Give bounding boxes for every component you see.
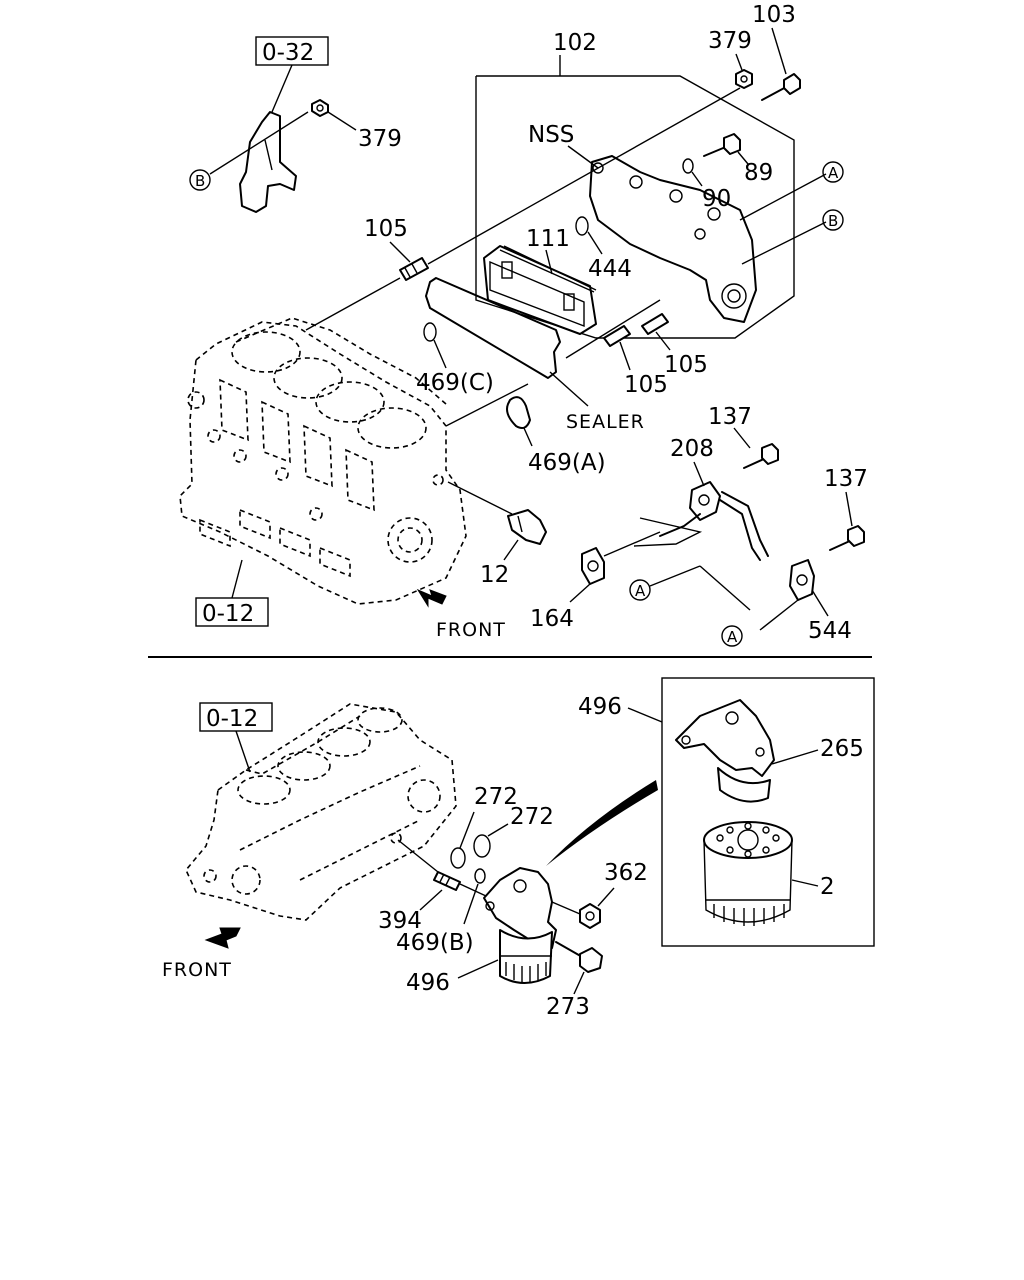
oil-cooler-assembly: 102 NSS 379 103 89 [475,2,844,339]
cooler-element-111 [483,245,597,335]
stud-105-upper [399,257,429,281]
label-444: 444 [588,256,632,282]
label-nss: NSS [528,122,574,148]
label-105-right: 105 [664,352,708,378]
label-379-top: 379 [358,126,402,152]
bolt-273 [555,941,603,973]
ref-label-0-12-bottom: 0-12 [206,706,258,732]
o-ring-469c [423,322,437,342]
front-arrow-bottom [204,927,241,949]
label-496-lower: 496 [406,970,450,996]
stud-105-mid [603,325,631,347]
o-ring-469a [506,396,531,429]
label-137-lower: 137 [824,466,868,492]
label-sealer: SEALER [566,411,645,433]
label-379-right: 379 [708,28,752,54]
gasket-164 [581,547,605,585]
marker-a-right[interactable] [822,161,844,183]
oil-filter-2 [703,821,793,926]
stud-394 [433,871,461,891]
label-265: 265 [820,736,864,762]
label-89: 89 [744,160,773,186]
oil-pipe-208 [659,481,769,561]
label-469c: 469(C) [416,370,494,396]
thermostat-housing [239,111,297,213]
label-496-upper: 496 [578,694,622,720]
marker-b-right[interactable] [822,209,844,231]
label-12: 12 [480,562,509,588]
bolt-89 [703,133,741,157]
bolt-103 [761,73,801,101]
engine-block-bottom [185,703,457,921]
label-front-bottom: FRONT [162,959,232,981]
label-105-mid: 105 [624,372,668,398]
svg-text:B: B [195,172,205,190]
nut-379-top [311,99,329,117]
label-102: 102 [553,30,597,56]
stud-105-right [641,313,669,335]
o-ring-444 [575,216,589,236]
gasket-sealer [425,277,561,379]
filter-head-265 [675,699,775,803]
washer-90 [682,158,694,174]
oil-cooler-body [589,155,757,323]
marker-b-left[interactable] [189,169,211,191]
label-362: 362 [604,860,648,886]
detail-callout-swoosh [546,780,658,866]
thermostat-housing-group: 0-32 379 B [189,36,402,213]
bolt-137-lower [829,525,865,551]
label-469a: 469(A) [528,450,606,476]
nut-362 [579,903,601,929]
label-272a: 272 [474,784,518,810]
label-208: 208 [670,436,714,462]
oil-filter-assembly-lower [483,867,557,984]
svg-text:A: A [635,582,646,600]
label-2: 2 [820,874,835,900]
ref-label-0-12-top: 0-12 [202,601,254,627]
o-ring-469b [474,868,486,884]
label-front-top: FRONT [436,619,506,641]
detail-box [661,677,875,947]
gasket-544 [789,559,815,601]
svg-text:A: A [828,164,839,182]
engine-block-top [179,317,467,605]
label-164: 164 [530,606,574,632]
label-544: 544 [808,618,852,644]
label-137-upper: 137 [708,404,752,430]
label-273: 273 [546,994,590,1020]
bolt-137-upper [743,443,779,469]
front-arrow-top [416,588,447,608]
fitting-12 [507,509,547,545]
o-ring-272a [450,847,466,869]
label-111: 111 [526,226,570,252]
o-ring-272b [473,834,491,858]
label-394: 394 [378,908,422,934]
nut-379-right [735,69,753,89]
ref-label-0-32: 0-32 [262,40,314,66]
svg-text:A: A [727,628,738,646]
label-469b: 469(B) [396,930,474,956]
marker-a-bottom[interactable] [721,625,743,647]
label-272b: 272 [510,804,554,830]
label-90: 90 [702,186,731,212]
label-103: 103 [752,2,796,28]
marker-a-mid[interactable] [629,579,651,601]
label-105-upper: 105 [364,216,408,242]
svg-text:B: B [828,212,838,230]
